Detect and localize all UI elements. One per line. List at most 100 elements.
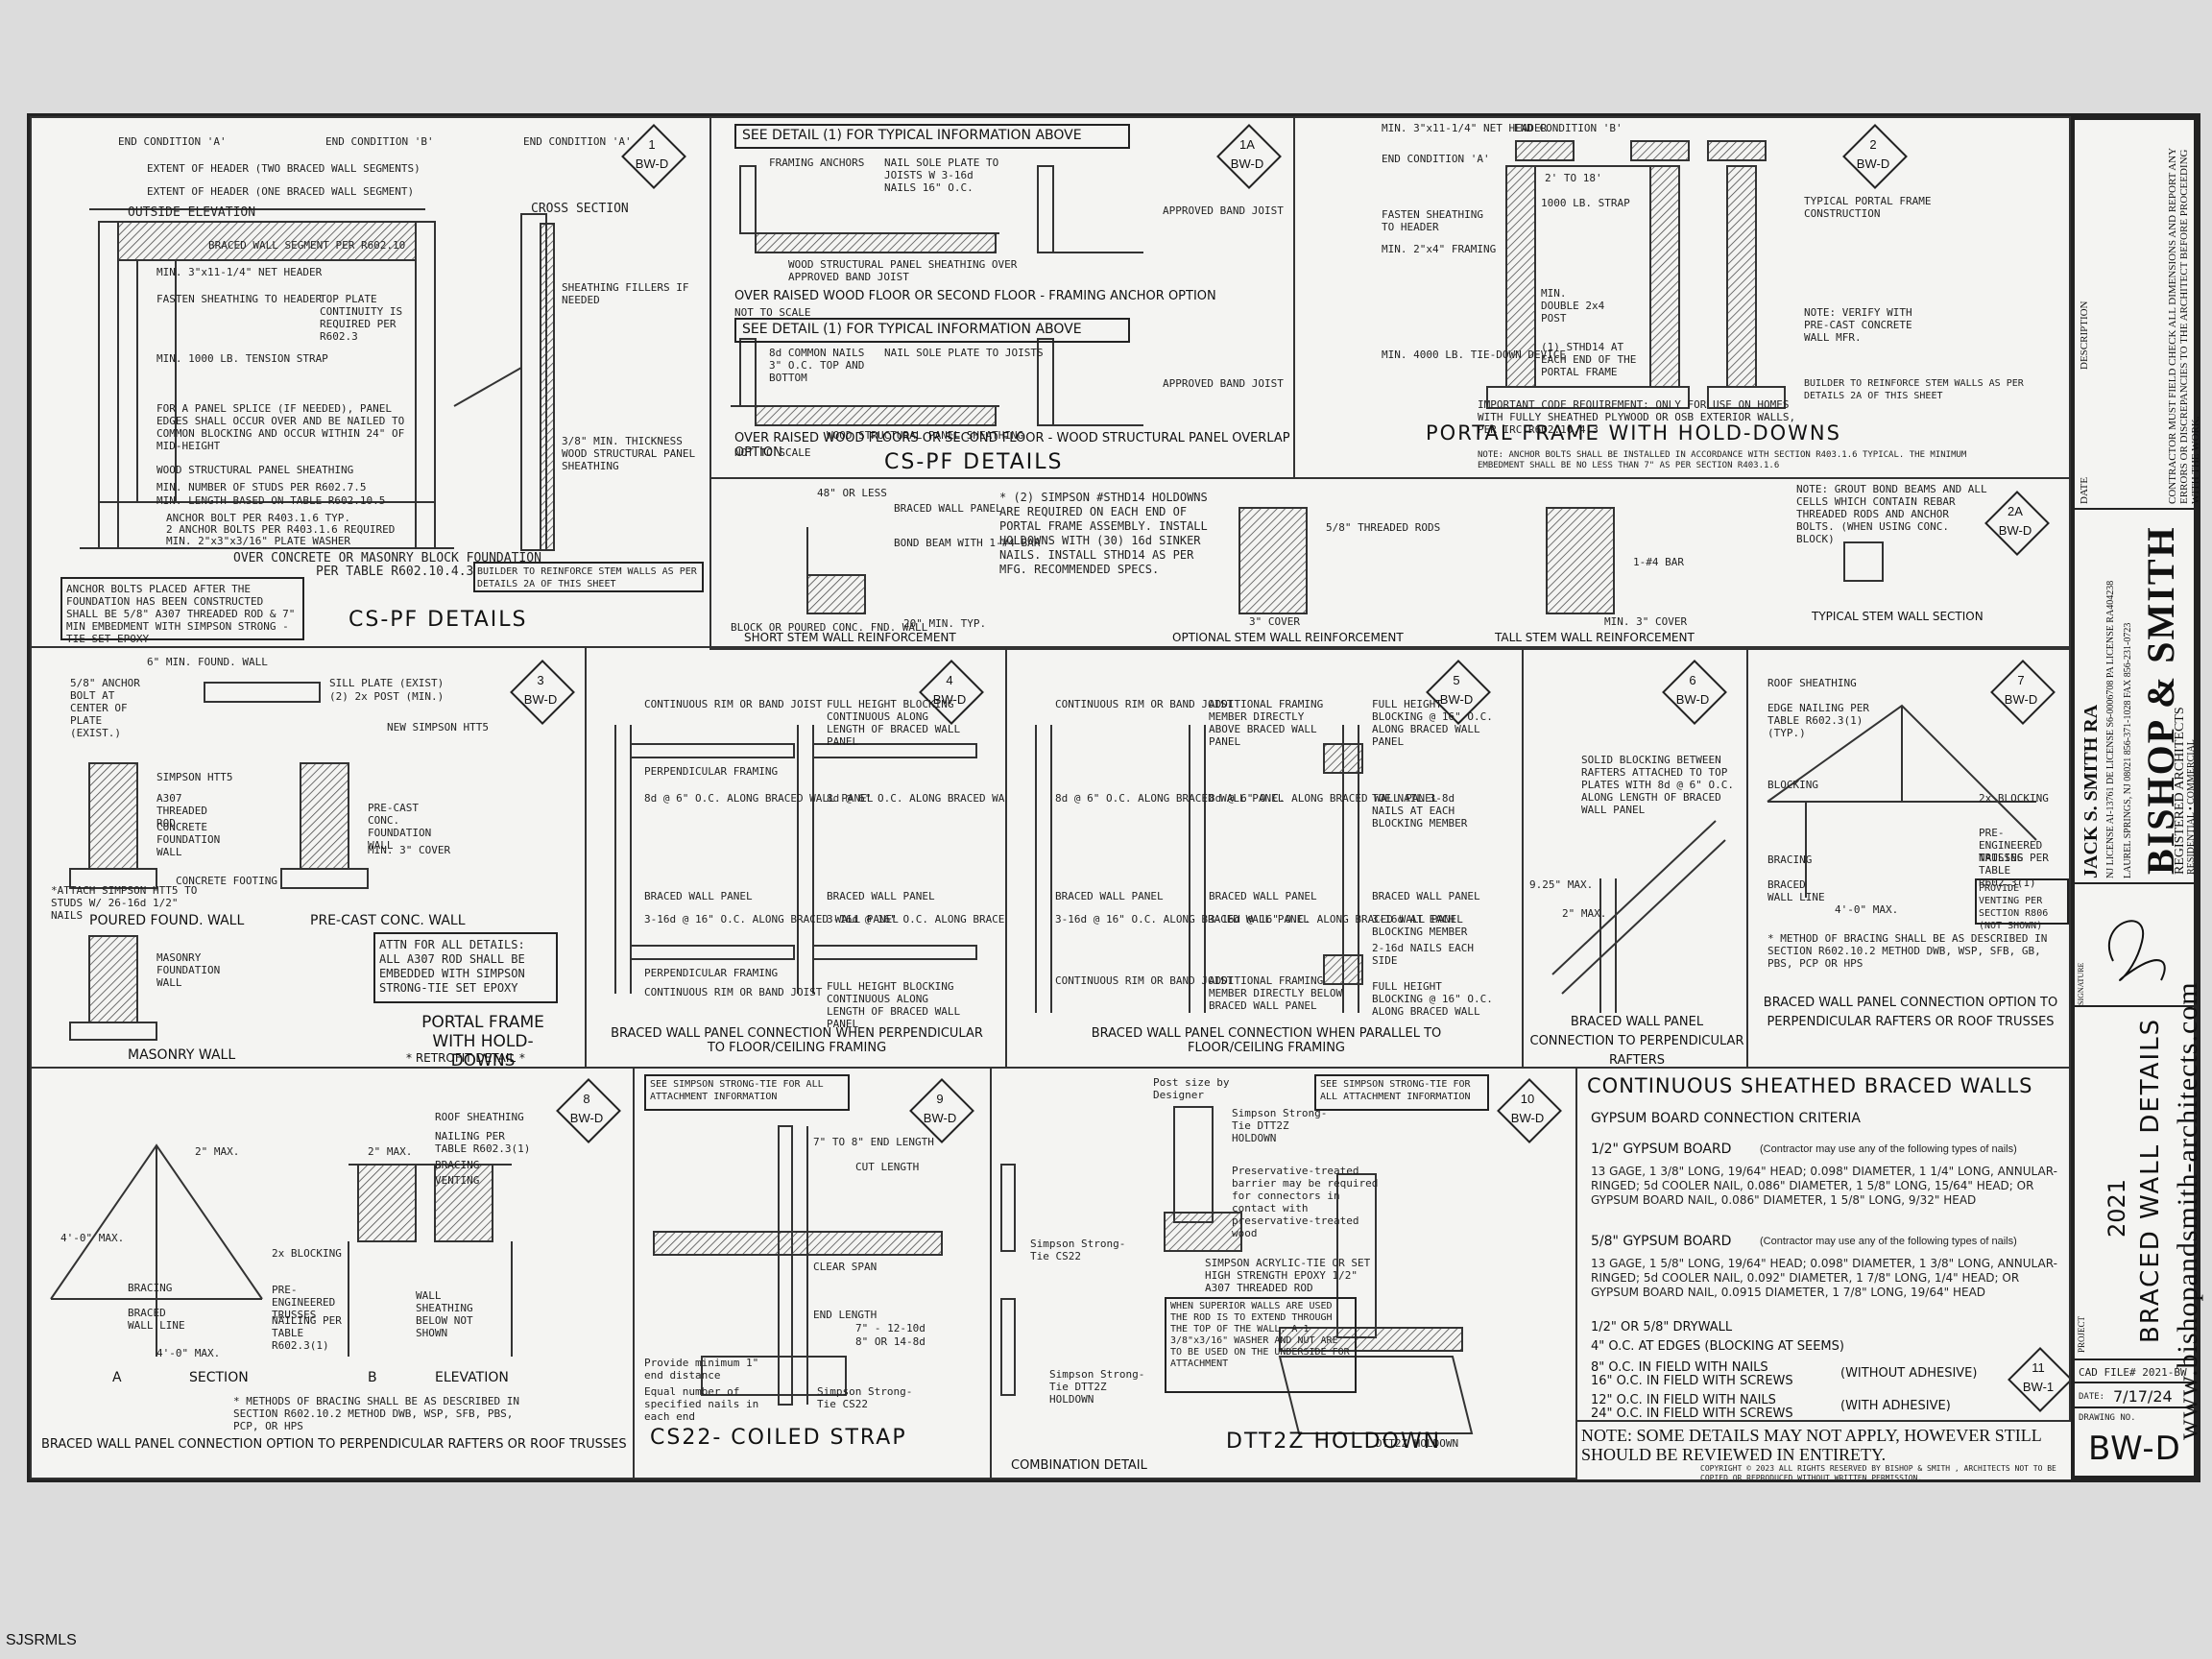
detail-3-label: CONCRETE FOUNDATION WALL bbox=[156, 821, 221, 858]
detail-6-sheet: BW-D bbox=[1675, 692, 1710, 707]
detail-3-drawing bbox=[69, 682, 369, 1041]
detail-9-label: Simpson Strong-Tie CS22 bbox=[817, 1385, 913, 1410]
detail-2-cell: 2 BW-D MIN. 3"x11-1/4" NET HEADER END CO… bbox=[1293, 116, 2071, 479]
detail-1a-caption: OVER RAISED WOOD FLOORS OR SECOND FLOOR … bbox=[734, 431, 1290, 460]
detail-6-label: 9.25" MAX. bbox=[1529, 878, 1594, 891]
poured-foundation-caption: POURED FOUND. WALL bbox=[89, 913, 245, 928]
detail-8-label: VENTING bbox=[435, 1174, 480, 1187]
detail-1-label: OUTSIDE ELEVATION bbox=[128, 205, 256, 220]
detail-1-label: END CONDITION 'A' bbox=[523, 135, 632, 148]
elevation-marker-b: B bbox=[368, 1370, 377, 1385]
detail-4-label: BRACED WALL PANEL bbox=[644, 890, 753, 902]
combination-detail-caption: COMBINATION DETAIL bbox=[1011, 1458, 1147, 1473]
detail-4-cell: 4 BW-D CONTINUOUS RIM OR BAND JOIST FULL… bbox=[585, 646, 1007, 1069]
detail-10-label: Post size by Designer bbox=[1153, 1076, 1230, 1101]
detail-10-label: Simpson Strong-Tie DTT2Z HOLDOWN bbox=[1049, 1368, 1145, 1406]
detail-9-title: CS22- COILED STRAP bbox=[650, 1426, 907, 1450]
detail-1-number: 1 bbox=[648, 137, 656, 152]
detail-2-sheet: BW-D bbox=[1856, 156, 1890, 171]
five-eighths-gypsum-label: 5/8" GYPSUM BOARD bbox=[1591, 1234, 1732, 1249]
detail-5-label: BRACED WALL PANEL bbox=[1055, 890, 1164, 902]
detail-4-label: FULL HEIGHT BLOCKING CONTINUOUS ALONG LE… bbox=[827, 698, 961, 748]
detail-1a-scale: NOT TO SCALE bbox=[734, 446, 811, 459]
detail-11-subheading: GYPSUM BOARD CONNECTION CRITERIA bbox=[1591, 1111, 1861, 1126]
detail-6-label: 2" MAX. bbox=[1562, 907, 1607, 920]
detail-7-caption: BRACED WALL PANEL CONNECTION OPTION TO P… bbox=[1763, 996, 2058, 1029]
simpson-see-note-2: SEE SIMPSON STRONG-TIE FOR ALL ATTACHMEN… bbox=[1314, 1074, 1489, 1111]
detail-6-drawing bbox=[1551, 820, 1726, 1013]
detail-4-label: 3-16d @ 16" O.C. ALONG BRACED WALL PANEL bbox=[644, 913, 899, 926]
detail-1-label: FASTEN SHEATHING TO HEADER bbox=[156, 293, 323, 305]
detail-5-label: 2-16d NAILS EACH SIDE bbox=[1372, 942, 1474, 967]
detail-7-number: 7 bbox=[2017, 673, 2025, 687]
cad-file: CAD FILE# 2021-BW bbox=[2079, 1366, 2187, 1379]
detail-10-title: DTT2Z HOLDOWN bbox=[1226, 1430, 1442, 1454]
detail-9-label: 7" - 12-10d bbox=[855, 1322, 926, 1334]
detail-8-number: 8 bbox=[583, 1092, 590, 1106]
contractor-note: CONTRACTOR MUST FIELD CHECK ALL DIMENSIO… bbox=[2167, 148, 2201, 504]
detail-9-label: CUT LENGTH bbox=[855, 1161, 920, 1173]
detail-2-label: BUILDER TO REINFORCE STEM WALLS AS PER D… bbox=[1804, 378, 2024, 401]
project-name: BRACED WALL DETAILS bbox=[2136, 1017, 2165, 1343]
detail-4-label: CONTINUOUS RIM OR BAND JOIST bbox=[644, 986, 823, 998]
detail-3-label: 5/8" ANCHOR BOLT AT CENTER OF PLATE (EXI… bbox=[70, 677, 140, 739]
detail-8-label: PRE-ENGINEERED TRUSSES bbox=[272, 1284, 336, 1321]
detail-2a-label: BOND BEAM WITH 1-#4 BAR bbox=[894, 537, 1041, 549]
detail-11-number: 11 bbox=[2032, 1360, 2045, 1375]
drywall-label: 1/2" OR 5/8" DRYWALL bbox=[1591, 1320, 1733, 1334]
detail-5-label: BRACED WALL PANEL bbox=[1209, 890, 1317, 902]
detail-8-label: 4'-0" MAX. bbox=[156, 1347, 221, 1359]
detail-10-number: 10 bbox=[1520, 1092, 1535, 1106]
detail-6-label: SOLID BLOCKING BETWEEN RAFTERS ATTACHED … bbox=[1581, 754, 1734, 816]
detail-4-label: CONTINUOUS RIM OR BAND JOIST bbox=[644, 698, 823, 710]
detail-8-label: BRACING bbox=[435, 1159, 480, 1171]
detail-6-caption: BRACED WALL PANEL CONNECTION TO PERPENDI… bbox=[1529, 1015, 1744, 1068]
with-adhesive-label: (WITH ADHESIVE) bbox=[1840, 1399, 1951, 1413]
detail-7-label: ROOF SHEATHING bbox=[1767, 677, 1857, 689]
detail-8-label: 2" MAX. bbox=[368, 1145, 413, 1158]
detail-7-label: BRACING bbox=[1767, 854, 1813, 866]
drawing-number: BW-D bbox=[2088, 1430, 2181, 1468]
detail-1-cell: 1 BW-D END CONDITION 'A' END CONDITION '… bbox=[30, 116, 711, 648]
detail-9-number: 9 bbox=[936, 1092, 944, 1106]
general-note: NOTE: SOME DETAILS MAY NOT APPLY, HOWEVE… bbox=[1581, 1426, 2042, 1464]
detail-2-number: 2 bbox=[1869, 137, 1877, 152]
detail-3-label: SIMPSON HTT5 bbox=[156, 771, 233, 783]
description-label: DESCRIPTION bbox=[2079, 301, 2090, 370]
detail-2a-label: 1-#4 BAR bbox=[1633, 556, 1684, 568]
detail-10-label: DTT2Z HOLDOWN bbox=[1376, 1437, 1459, 1450]
venting-note: PROVIDE VENTING PER SECTION R806 (NOT SH… bbox=[1975, 878, 2069, 931]
detail-7-method: * METHOD OF BRACING SHALL BE AS DESCRIBE… bbox=[1767, 932, 2048, 970]
detail-2a-label: 48" OR LESS bbox=[817, 487, 887, 499]
detail-3-label: *ATTACH SIMPSON HTT5 TO STUDS W/ 26-16d … bbox=[51, 884, 198, 922]
project-year: 2021 bbox=[2104, 1178, 2130, 1238]
detail-5-label: 3-16d AT EACH BLOCKING MEMBER bbox=[1372, 913, 1468, 938]
detail-1-label: MIN. LENGTH BASED ON TABLE R602.10.5 bbox=[156, 494, 386, 507]
detail-2-important: IMPORTANT CODE REQUIREMENT: ONLY FOR USE… bbox=[1478, 398, 1796, 436]
revision-block: CONTRACTOR MUST FIELD CHECK ALL DIMENSIO… bbox=[2073, 118, 2201, 510]
detail-2a-label: BRACED WALL PANEL bbox=[894, 502, 1002, 515]
detail-7-sheet: BW-D bbox=[2004, 692, 2038, 707]
firm-website: www.bishopandsmith-architects.com bbox=[2172, 981, 2203, 1440]
attn-note: ATTN FOR ALL DETAILS: ALL A307 ROD SHALL… bbox=[373, 932, 558, 1003]
detail-4-label: 3-16d @ 16" O.C. ALONG BRACED WALL PANEL bbox=[827, 913, 1005, 926]
detail-5-label: 3-16d @ 16" O.C. ALONG BRACED WALL PANEL bbox=[1209, 913, 1463, 926]
contractor-nail-note: (Contractor may use any of the following… bbox=[1760, 1236, 2017, 1247]
detail-5-label: TOE NAIL 3-8d NAILS AT EACH BLOCKING MEM… bbox=[1372, 792, 1468, 830]
detail-2a-number: 2A bbox=[2008, 504, 2023, 518]
detail-4-label: 8d @ 6" O.C. ALONG BRACED WALL PANEL bbox=[644, 792, 874, 805]
detail-2-drawing bbox=[1486, 140, 1786, 409]
detail-5-label: FULL HEIGHT BLOCKING @ 16" O.C. ALONG BR… bbox=[1372, 980, 1493, 1018]
detail-10-acrylic-note: SIMPSON ACRYLIC-TIE OR SET HIGH STRENGTH… bbox=[1205, 1257, 1371, 1294]
contractor-nail-note: (Contractor may use any of the following… bbox=[1760, 1143, 2017, 1155]
detail-4-label: PERPENDICULAR FRAMING bbox=[644, 967, 779, 979]
detail-1a-cell: 1A BW-D SEE DETAIL (1) FOR TYPICAL INFOR… bbox=[709, 116, 1295, 479]
detail-5-label: FULL HEIGHT BLOCKING @ 16" O.C. ALONG BR… bbox=[1372, 698, 1493, 748]
detail-2-label: MIN. 4000 LB. TIE-DOWN DEVICE bbox=[1382, 349, 1567, 361]
detail-11-cell: CONTINUOUS SHEATHED BRACED WALLS GYPSUM … bbox=[1575, 1067, 2071, 1422]
detail-2-label: TYPICAL PORTAL FRAME CONSTRUCTION bbox=[1804, 195, 1932, 220]
detail-5-label: BRACED WALL PANEL bbox=[1372, 890, 1480, 902]
field-screws-with: 24" O.C. IN FIELD WITH SCREWS bbox=[1591, 1407, 1793, 1421]
detail-1a-label: APPROVED BAND JOIST bbox=[1163, 377, 1284, 390]
detail-3-label: (2) 2x POST (MIN.) bbox=[329, 690, 445, 703]
